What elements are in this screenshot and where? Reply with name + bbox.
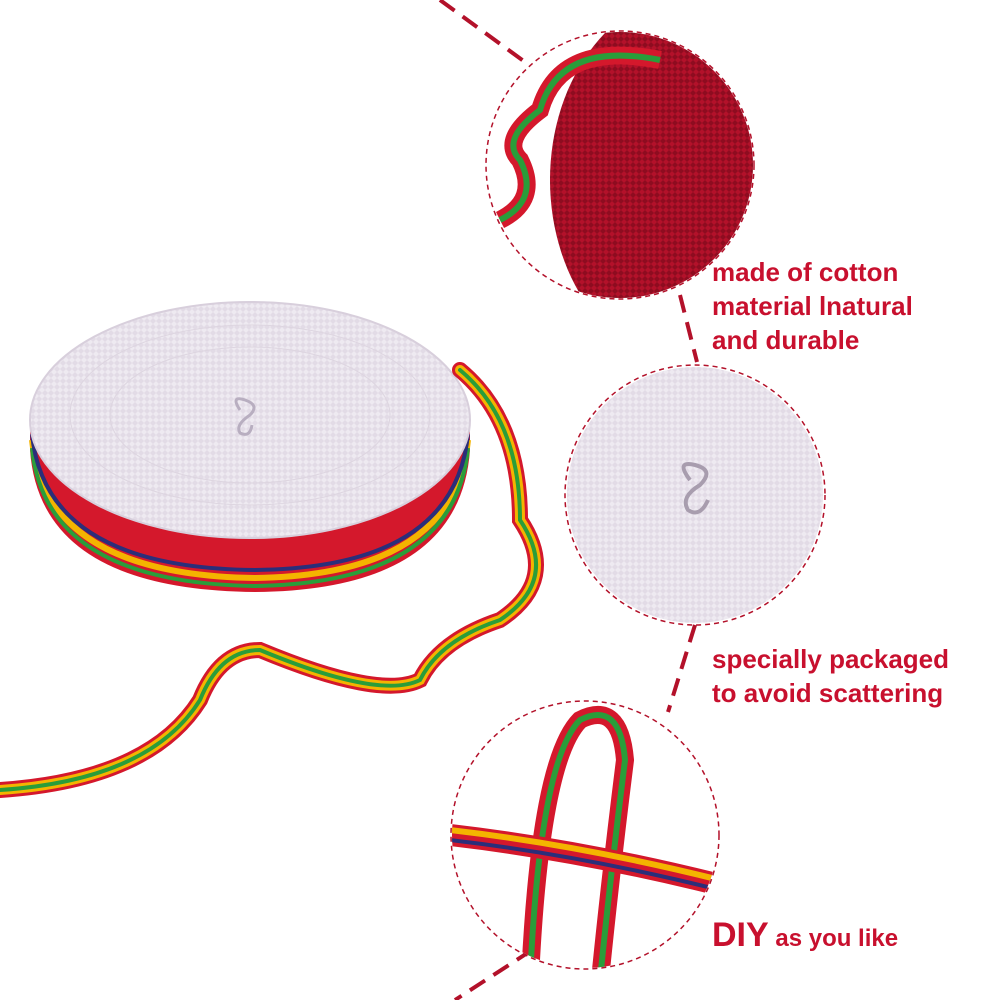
caption-emphasis: DIY <box>712 916 769 954</box>
caption-rest: as you like <box>768 925 899 952</box>
ribbon-spool <box>29 301 471 592</box>
detail-circle-diy <box>452 702 718 968</box>
caption-line: and durable <box>712 325 860 355</box>
loose-ribbon <box>0 362 544 798</box>
caption-line: to avoid scattering <box>712 678 944 708</box>
caption-material: made of cotton material lnatural and dur… <box>712 255 913 357</box>
caption-line: made of cotton <box>712 257 899 287</box>
caption-line: specially packaged <box>712 644 950 674</box>
caption-line: material lnatural <box>712 291 913 321</box>
caption-packaging: specially packaged to avoid scattering <box>712 642 949 710</box>
caption-diy: DIY as you like <box>712 918 898 956</box>
detail-circle-packaging <box>567 367 823 623</box>
dashed-connectors <box>438 0 699 1000</box>
detail-circle-material <box>487 32 753 298</box>
